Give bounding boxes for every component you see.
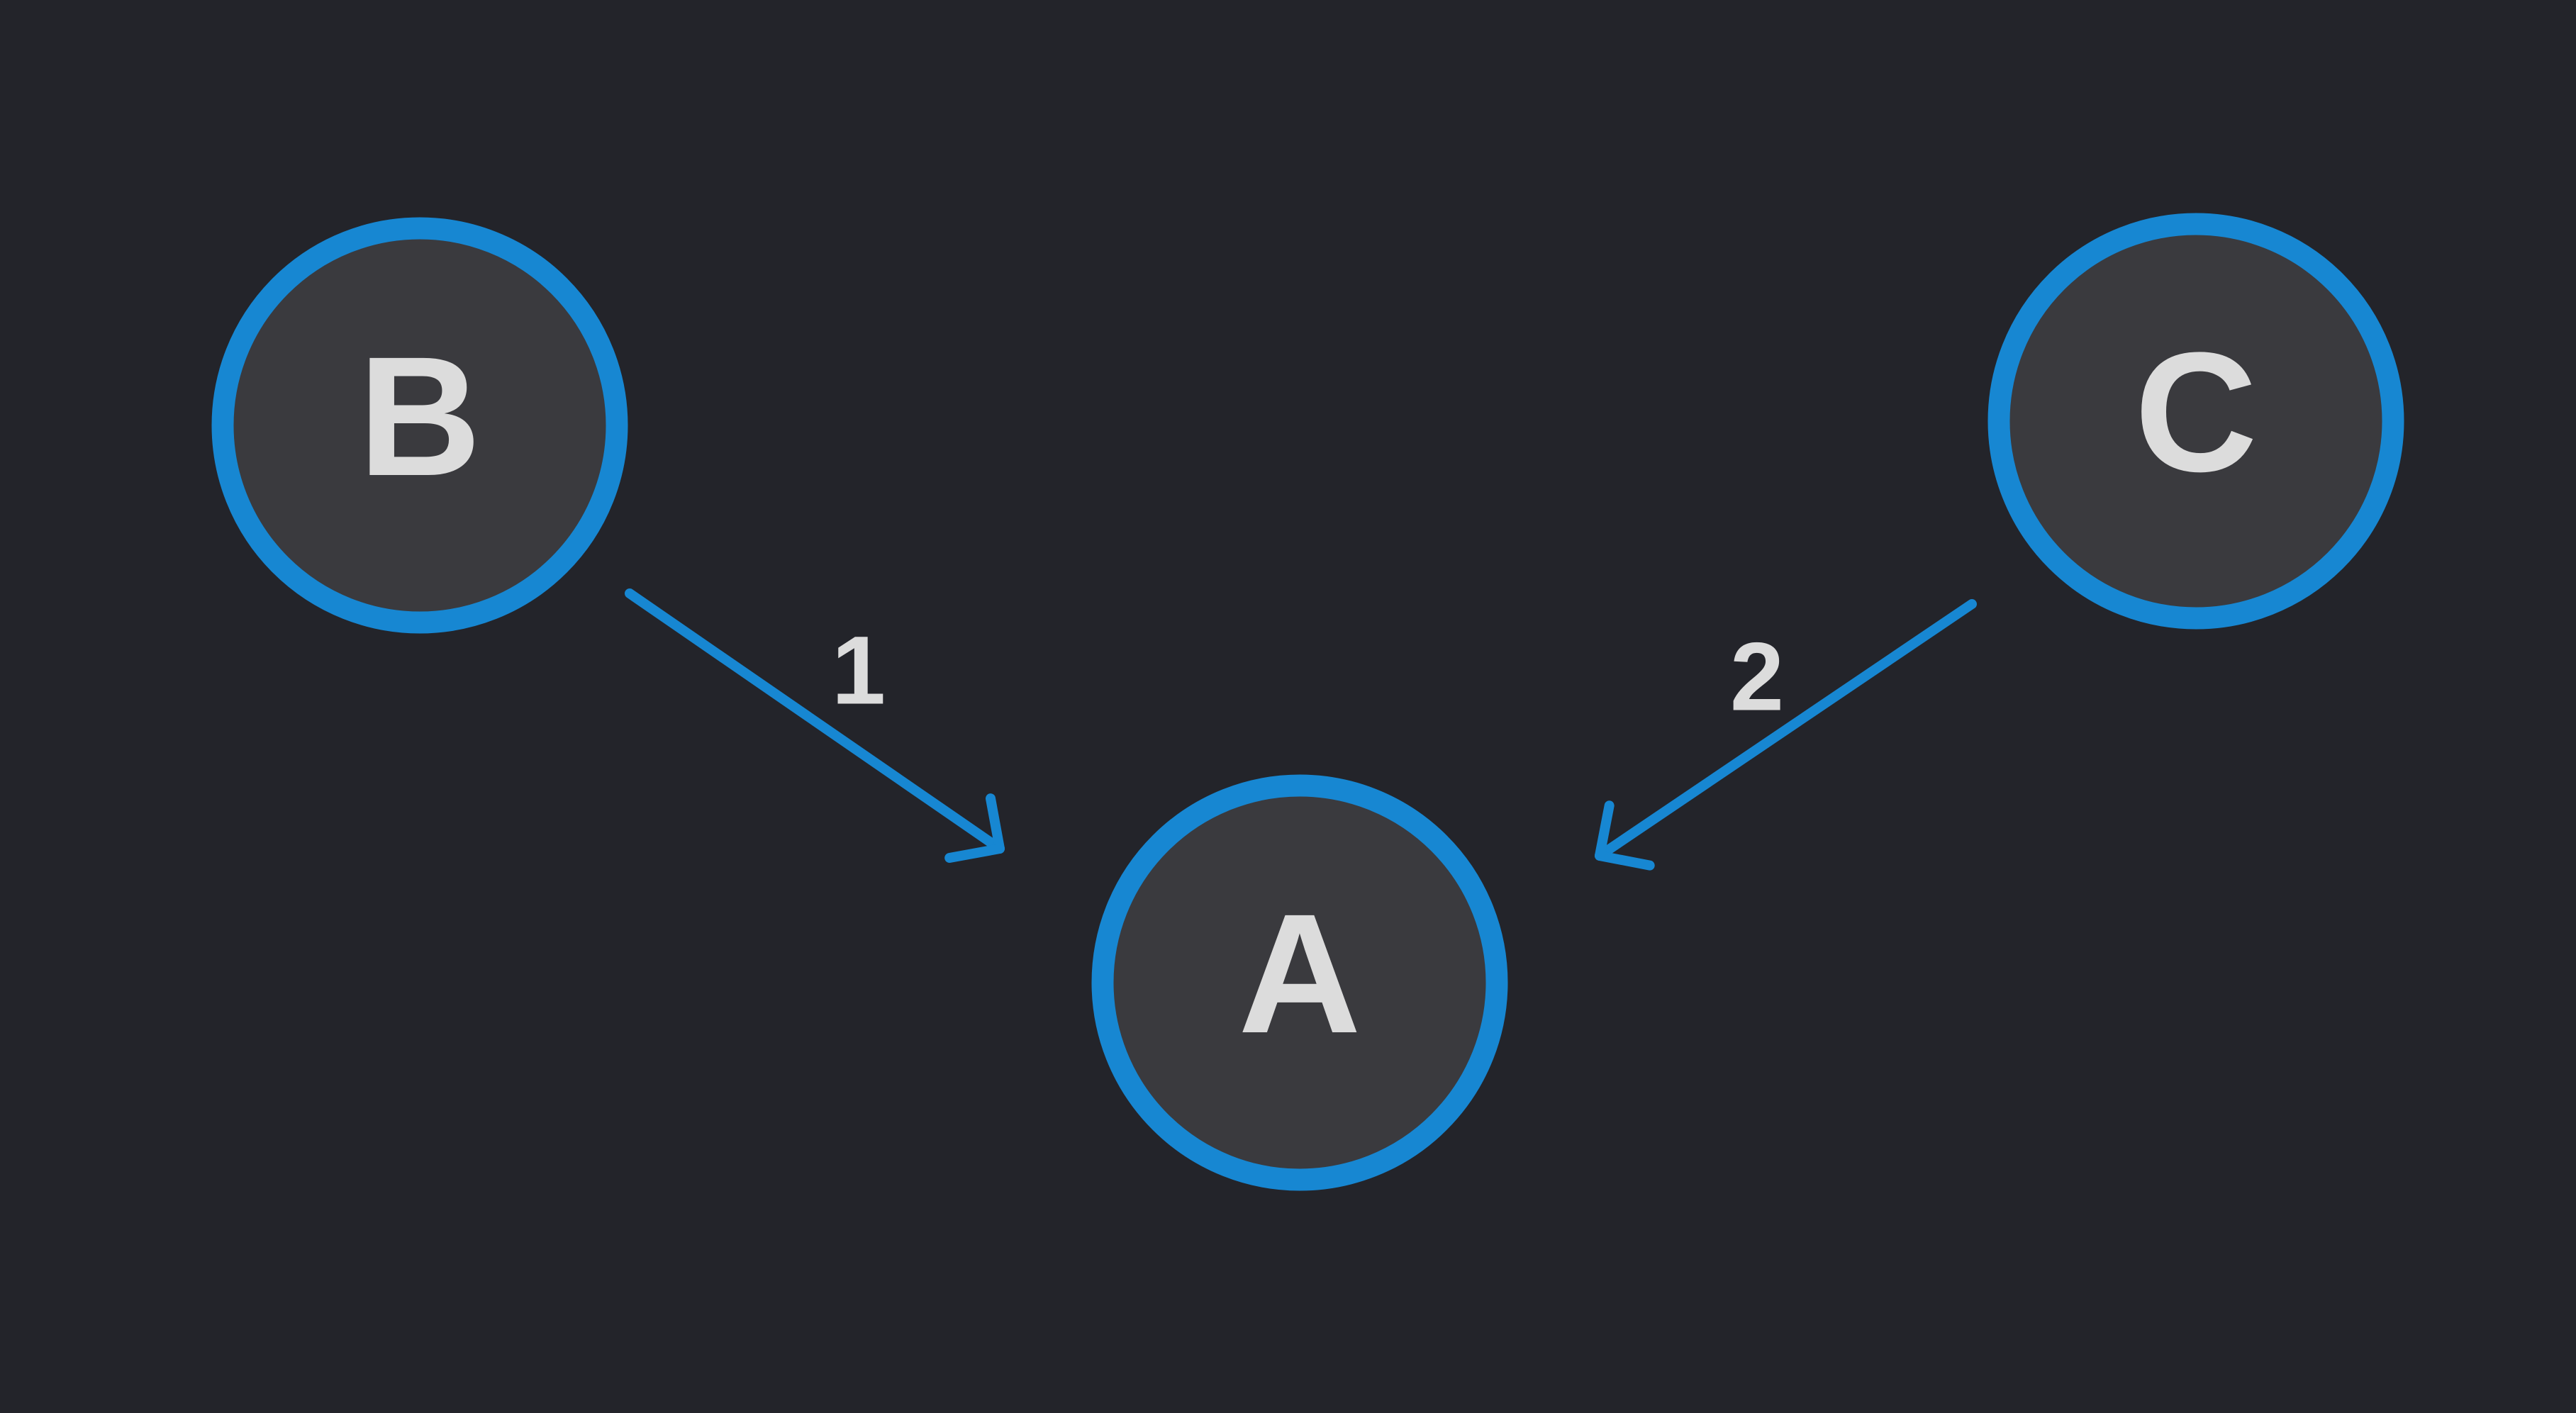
edge-label: 1 (832, 617, 886, 725)
edge-label: 2 (1730, 623, 1784, 732)
node-label: B (358, 321, 481, 511)
node-circle (211, 217, 628, 634)
edge-c-to-a: 2 (1595, 599, 1977, 871)
node-circle (1091, 774, 1508, 1191)
node-circle (1987, 213, 2404, 630)
edge-line (1595, 599, 1977, 861)
node-a: A (1091, 774, 1508, 1191)
node-label: C (2134, 317, 2257, 507)
edge-b-to-a: 1 (625, 588, 1005, 864)
arrowhead-arm (985, 793, 1005, 854)
edge-line (625, 588, 1005, 854)
node-b: B (211, 217, 628, 634)
arrowhead-arm (1595, 800, 1615, 861)
arrowhead-arm (1595, 851, 1655, 871)
node-c: C (1987, 213, 2404, 630)
node-label: A (1238, 878, 1361, 1068)
arrowhead-arm (944, 844, 1005, 864)
